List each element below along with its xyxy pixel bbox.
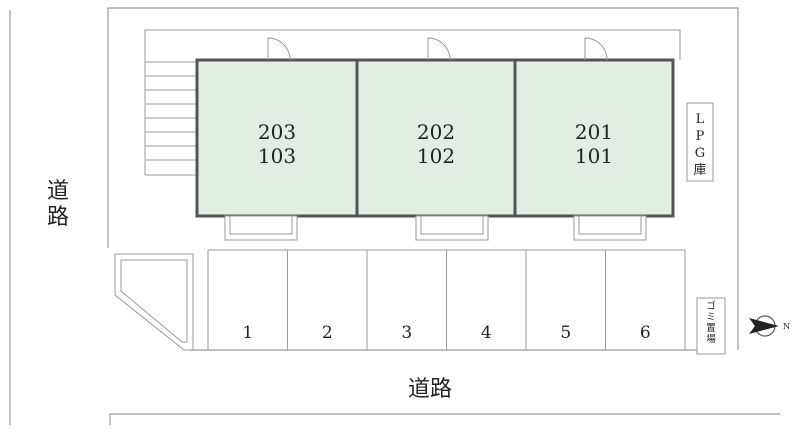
unit-number-upper: 202 [417, 120, 455, 144]
parking-space-number: 1 [242, 323, 253, 343]
garbage-station [696, 297, 726, 355]
planter-area [114, 253, 194, 351]
parking-space [207, 249, 288, 351]
door-icon [267, 37, 292, 61]
parking-space [525, 249, 606, 351]
garbage-station-label: ゴミ置場 [706, 300, 716, 345]
balcony [415, 215, 489, 241]
unit-number-upper: 203 [258, 120, 296, 144]
balcony [224, 215, 298, 241]
corridor-outline [144, 29, 681, 175]
door-icon [584, 37, 609, 61]
parking-space [287, 249, 368, 351]
unit-number-lower: 101 [575, 144, 613, 168]
north-arrow-icon [749, 315, 779, 337]
door-icon [427, 37, 452, 61]
unit-number-upper: 201 [575, 120, 613, 144]
property-boundary [107, 7, 739, 350]
parking-space-number: 2 [322, 323, 333, 343]
parking-space [605, 249, 686, 351]
left-road-label: 道路 [47, 179, 69, 230]
parking-space-number: 3 [401, 323, 412, 343]
parking-space [446, 249, 527, 351]
parking-space-number: 4 [481, 323, 492, 343]
balcony [573, 215, 647, 241]
unit-number-lower: 102 [417, 144, 455, 168]
north-label: N [783, 322, 790, 331]
bottom-road-edge [109, 413, 780, 425]
bottom-road-label: 道路 [408, 377, 452, 402]
parking-space-number: 6 [640, 323, 651, 343]
parking-row: 1 2 3 4 5 6 [190, 249, 697, 351]
unit-block-203-103 [195, 58, 359, 218]
parking-space-number: 5 [560, 323, 571, 343]
stairs [145, 61, 197, 176]
lpg-storage [686, 102, 714, 182]
parking-space [366, 249, 447, 351]
unit-number-lower: 103 [258, 144, 296, 168]
